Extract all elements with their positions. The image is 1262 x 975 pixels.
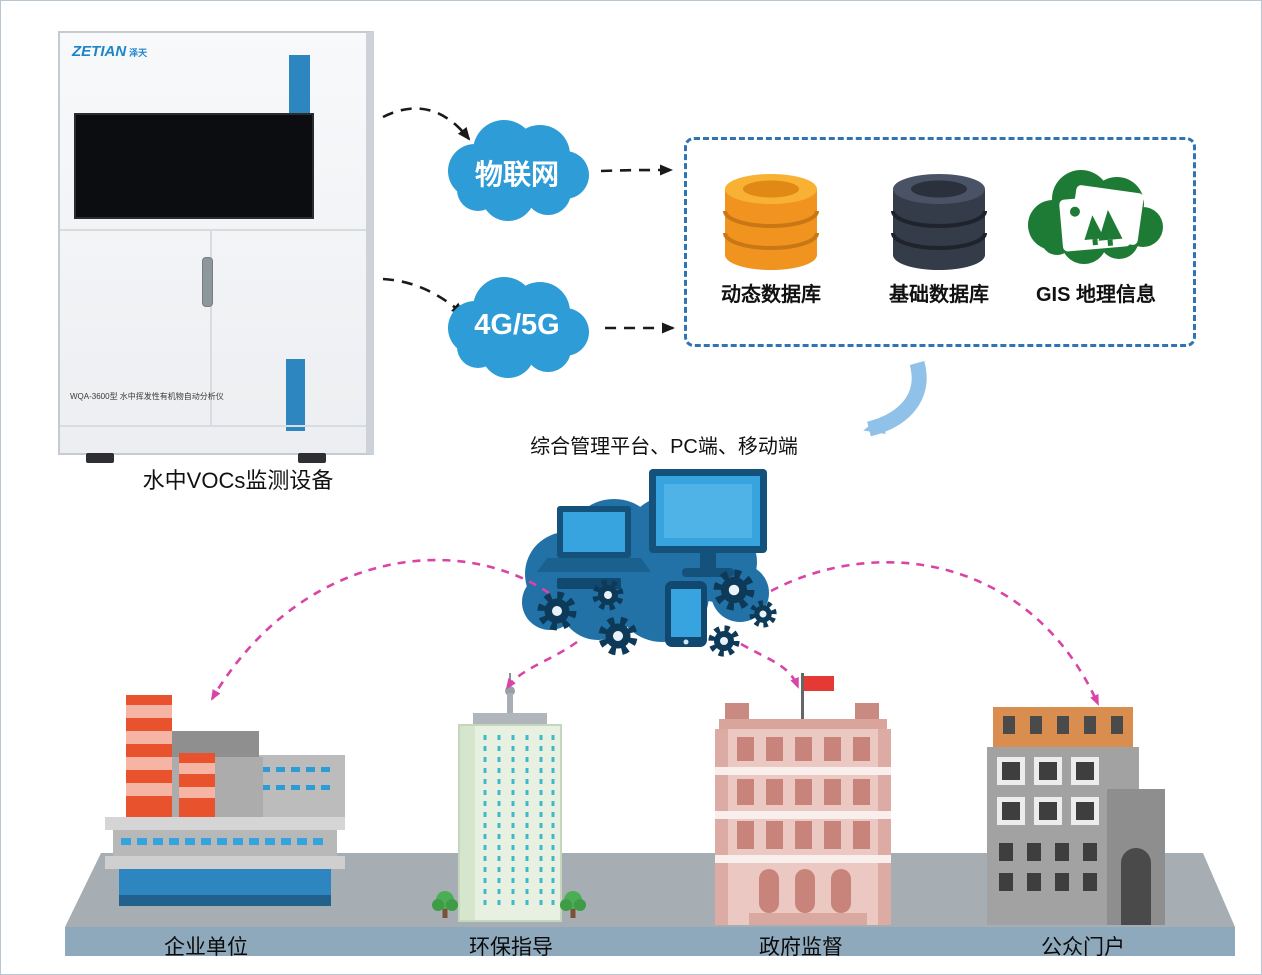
arrow-platform-to-government: [740, 642, 800, 689]
smartphone-icon: [665, 581, 707, 647]
device-door-handle: [202, 257, 213, 307]
arrow-device-to-iot: [382, 107, 471, 141]
gear-icon: [712, 629, 736, 653]
platform-cloud: [522, 469, 776, 653]
device-panel-seam-bottom: [60, 425, 366, 427]
endpoint-label-public: 公众门户: [1041, 936, 1125, 959]
arrow-platform-to-enterprise: [210, 558, 550, 701]
arrow-datacenter-to-platform: [863, 360, 927, 437]
factory-building: [105, 695, 345, 906]
device-panel-seam: [60, 229, 366, 231]
ground-platform: [65, 853, 1235, 956]
endpoint-label-enterprise: 企业单位: [164, 936, 248, 959]
iot-cloud: [448, 120, 589, 221]
arrow-device-to-cellular: [382, 277, 465, 316]
arrow-iot-to-datacenter: [600, 164, 673, 176]
brand-text: ZETIAN: [72, 43, 127, 60]
dynamic-database-label: 动态数据库: [721, 284, 821, 306]
gis-label: GIS 地理信息: [1035, 284, 1156, 306]
device-door-divider: [210, 229, 212, 425]
gis-icon: [1028, 170, 1163, 264]
photo-front-icon: [1059, 194, 1131, 252]
portal-building: [987, 707, 1165, 925]
brand-text-cn: 泽天: [129, 48, 148, 58]
dynamic-database-icon: [723, 174, 819, 270]
device-foot: [298, 453, 326, 463]
government-building: [715, 673, 891, 925]
cellular-cloud-label: 4G/5G: [474, 309, 560, 341]
data-center-box: [684, 137, 1196, 347]
device-model-text: WQA-3600型 水中挥发性有机物自动分析仪: [70, 392, 224, 401]
device-caption: 水中VOCs监测设备: [142, 468, 334, 493]
endpoint-label-environment: 环保指导: [469, 936, 553, 959]
green-building: [458, 673, 562, 922]
arrow-platform-to-public: [770, 560, 1100, 706]
basic-database-label: 基础数据库: [889, 284, 989, 306]
arrow-platform-to-environment: [505, 640, 578, 690]
endpoint-label-government: 政府监督: [759, 936, 843, 959]
cellular-cloud: [448, 277, 589, 378]
basic-database-icon: [891, 174, 987, 270]
platform-caption: 综合管理平台、PC端、移动端: [530, 436, 798, 458]
monitor-icon: [649, 469, 767, 577]
device-display-window: [74, 113, 314, 219]
device-accent-bar-bottom: [286, 359, 305, 431]
laptop-icon: [537, 506, 651, 589]
iot-cloud-label: 物联网: [474, 159, 559, 190]
device-foot: [86, 453, 114, 463]
